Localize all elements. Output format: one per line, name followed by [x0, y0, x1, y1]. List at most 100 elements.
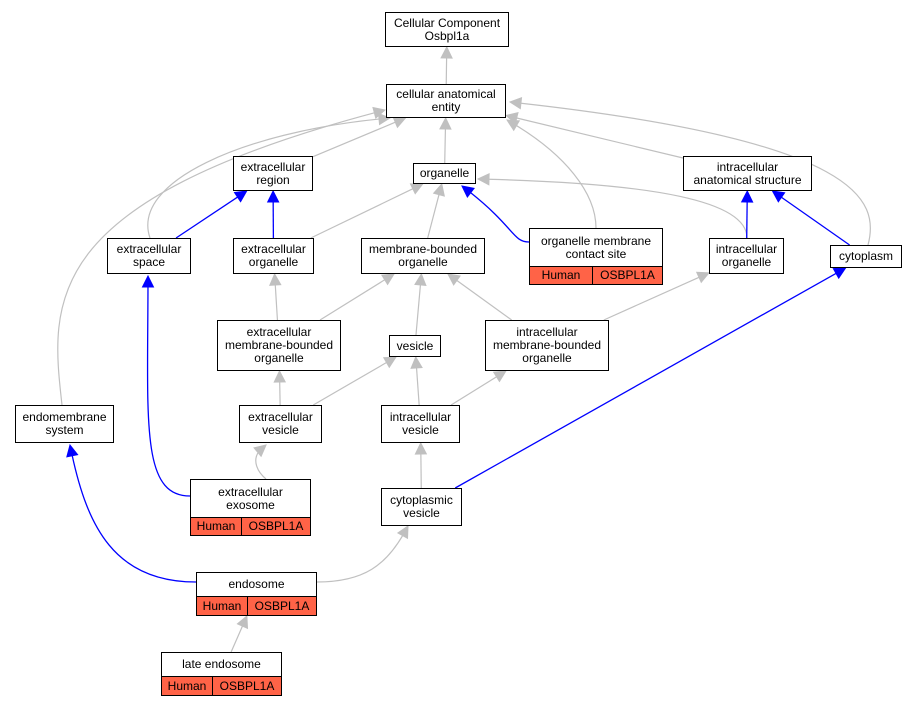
edge-layer — [57, 45, 871, 653]
term-label: endosome — [228, 577, 285, 591]
arrowhead-endo-ems — [66, 443, 79, 458]
term-node-mbo[interactable]: membrane-bounded organelle — [361, 238, 485, 274]
arrowhead-io-ias — [740, 189, 754, 203]
arrowhead-late-endo — [236, 614, 249, 630]
arrowhead-eo-er — [266, 189, 280, 203]
term-label: extracellular exosome — [218, 484, 283, 512]
edge-exo-ev — [255, 444, 267, 480]
edge-ems-cae — [57, 109, 386, 406]
term-label: cytoplasmic vesicle — [390, 493, 453, 520]
arrowhead-exo-es — [141, 274, 155, 288]
arrowhead-cyto-cae — [508, 96, 523, 110]
term-node-ves[interactable]: vesicle — [389, 335, 441, 357]
edge-ev-ves — [312, 361, 388, 406]
term-node-imbo[interactable]: intracellular membrane-bounded organelle — [485, 320, 609, 371]
species-label: Human — [191, 518, 242, 535]
arrowhead-ves-mbo — [414, 272, 427, 287]
species-label: Human — [530, 267, 593, 284]
species-label: Human — [162, 677, 213, 695]
arrowhead-es-er — [233, 190, 248, 203]
annotation-row: Human OSBPL1A — [162, 676, 281, 695]
edge-endo-cv — [316, 525, 409, 583]
edge-omcs-cae — [506, 119, 597, 229]
arrowhead-ems-cae — [372, 106, 387, 120]
arrowhead-mbo-org — [432, 182, 445, 197]
arrowhead-omcs-org — [461, 185, 475, 199]
edge-embo-eo — [274, 283, 279, 321]
term-label: Cellular Component Osbpl1a — [393, 15, 501, 43]
term-label: extracellular region — [240, 159, 306, 187]
edge-cyto-cae — [509, 101, 871, 246]
term-label: extracellular organelle — [241, 242, 306, 269]
annotation-row: Human OSBPL1A — [197, 596, 316, 615]
arrowhead-io-org — [476, 172, 490, 186]
term-label: membrane-bounded organelle — [368, 242, 478, 269]
term-label: cellular anatomical entity — [396, 87, 496, 114]
edge-late-endo — [230, 624, 244, 653]
term-node-eo[interactable]: extracellular organelle — [233, 238, 314, 274]
gene-label: OSBPL1A — [219, 678, 275, 693]
arrowhead-org-cae — [439, 116, 452, 130]
term-label: intracellular membrane-bounded organelle — [492, 325, 602, 365]
gene-label: OSBPL1A — [254, 598, 310, 613]
edge-org-cae — [444, 127, 447, 164]
term-node-ev[interactable]: extracellular vesicle — [239, 405, 322, 443]
edge-iv-ves — [415, 366, 420, 406]
term-label: late endosome — [182, 657, 261, 671]
arrowhead-ev-embo — [273, 369, 287, 383]
species-label: Human — [197, 597, 248, 615]
term-label: endomembrane system — [22, 410, 107, 437]
edge-cyto-ias — [780, 196, 850, 246]
arrowhead-eo-org — [409, 183, 424, 195]
arrowhead-cyto-ias — [771, 190, 786, 203]
gene-label: OSBPL1A — [600, 268, 655, 282]
edge-ves-mbo — [415, 283, 422, 336]
edge-mbo-org — [427, 193, 440, 239]
term-node-org[interactable]: organelle — [413, 163, 476, 184]
term-node-ems[interactable]: endomembrane system — [15, 405, 114, 443]
edge-es-cae — [147, 117, 391, 239]
term-label: intracellular anatomical structure — [693, 159, 802, 187]
term-node-iv[interactable]: intracellular vesicle — [381, 405, 460, 443]
term-node-root[interactable]: Cellular Component Osbpl1a — [385, 12, 509, 47]
edge-omcs-org — [461, 185, 530, 243]
term-node-io[interactable]: intracellular organelle — [709, 238, 784, 274]
term-label: organelle — [419, 166, 470, 180]
edge-exo-es — [146, 275, 191, 497]
edge-cv-cyto — [454, 272, 838, 489]
arrowhead-cae-root — [440, 45, 453, 59]
term-label: vesicle — [396, 338, 434, 353]
edge-iv-imbo — [450, 375, 498, 406]
term-node-embo[interactable]: extracellular membrane-bounded organelle — [217, 320, 341, 371]
term-node-cae[interactable]: cellular anatomical entity — [386, 84, 506, 118]
term-label: extracellular space — [116, 242, 182, 269]
arrowhead-cv-iv — [414, 441, 428, 455]
arrowhead-iv-imbo — [492, 370, 507, 383]
term-node-cyto[interactable]: cytoplasm — [830, 245, 902, 268]
arrowhead-embo-eo — [269, 272, 282, 286]
term-label: intracellular organelle — [715, 242, 778, 269]
annotation-row: Human OSBPL1A — [530, 266, 662, 284]
term-label: extracellular membrane-bounded organelle — [224, 325, 334, 365]
term-label: cytoplasm — [838, 249, 894, 263]
term-node-es[interactable]: extracellular space — [107, 238, 191, 274]
edge-eo-org — [310, 187, 414, 239]
arrowhead-er-cae — [392, 116, 407, 129]
arrowhead-ev-ves — [382, 356, 397, 369]
term-node-ias[interactable]: intracellular anatomical structure — [683, 156, 812, 191]
term-node-er[interactable]: extracellular region — [233, 156, 313, 191]
arrowhead-imbo-io — [695, 271, 711, 284]
arrowhead-es-cae — [377, 112, 392, 126]
edge-imbo-mbo — [455, 279, 513, 321]
edge-ias-cae — [515, 117, 684, 159]
arrowhead-omcs-cae — [506, 119, 521, 132]
arrowhead-embo-mbo — [380, 273, 395, 286]
edge-io-org — [477, 178, 748, 239]
term-node-cv[interactable]: cytoplasmic vesicle — [381, 488, 462, 526]
